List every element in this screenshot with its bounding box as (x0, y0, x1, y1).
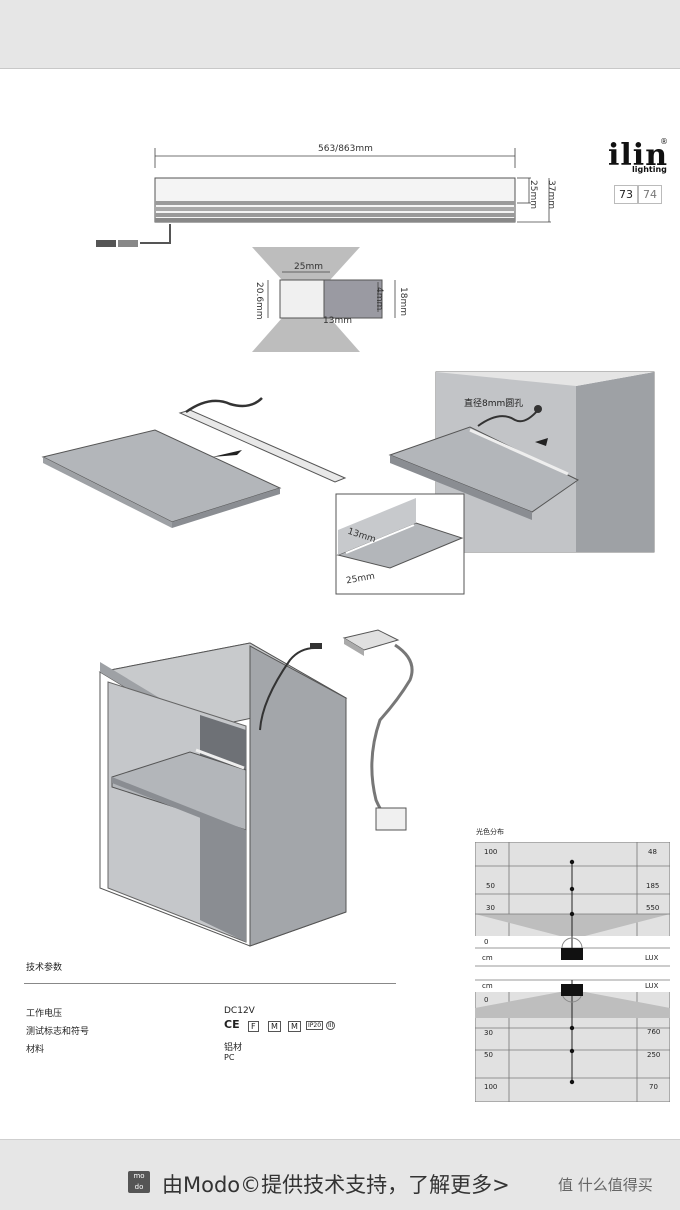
lux-upper-lux-550: 550 (646, 904, 660, 912)
lux-lower-cm-0: 0 (484, 996, 489, 1004)
top-bar (0, 0, 680, 69)
lux-upper-lux-185: 185 (646, 882, 660, 890)
cert-f-icon: F (248, 1021, 259, 1032)
page-next: 74 (638, 185, 662, 204)
lux-lower-lux-70: 70 (649, 1083, 658, 1091)
specs-title: 技术参数 (26, 963, 63, 973)
footer-bar[interactable]: mo do 由Modo©提供技术支持，了解更多> 值 什么值得买 (0, 1139, 680, 1210)
height-25-dimension: 25mm (528, 180, 538, 209)
specs-divider (24, 983, 396, 984)
spec-value-voltage: DC12V (224, 1006, 255, 1016)
installation-illustration (41, 371, 655, 595)
lux-cm-label-upper: cm (482, 954, 493, 962)
brand-logo: ilin (608, 138, 669, 173)
cert-ip20-icon: IP20 (306, 1021, 324, 1030)
lux-cm-label-lower: cm (482, 982, 493, 990)
page-current: 73 (614, 185, 638, 204)
spec-label-material: 材料 (26, 1045, 45, 1055)
lux-upper-cm-50: 50 (486, 882, 495, 890)
lux-upper-cm-100: 100 (484, 848, 498, 856)
cert-iii-icon: III (326, 1021, 336, 1030)
length-dimension: 563/863mm (318, 144, 373, 154)
led-4-dimension: 4mm (374, 287, 384, 311)
led-18-dimension: 18mm (398, 287, 408, 316)
lux-upper-cm-0: 0 (484, 938, 489, 946)
footer-link[interactable]: 由Modo©提供技术支持，了解更多> (162, 1173, 510, 1197)
lux-lux-label-upper: LUX (645, 954, 659, 962)
cabinet-illustration (98, 629, 414, 947)
bottom-13-dimension: 13mm (323, 316, 352, 326)
lux-lower-cm-100: 100 (484, 1083, 498, 1091)
lux-chart-title: 光色分布 (476, 828, 504, 836)
lux-upper-cm-30: 30 (486, 904, 495, 912)
spec-value-material: 铝材 (224, 1043, 243, 1053)
spec-value-material-2: PC (224, 1053, 235, 1062)
cert-m1-icon: M (268, 1021, 281, 1032)
lux-upper-lux-48: 48 (648, 848, 657, 856)
profile-height-dimension: 20.6mm (254, 282, 264, 320)
brand-logo-sub: lighting (632, 165, 667, 174)
lux-lower-lux-250: 250 (647, 1051, 661, 1059)
lux-lower-cm-30: 30 (484, 1029, 493, 1037)
profile-width-dimension: 25mm (294, 262, 323, 272)
height-37-dimension: 37mm (546, 180, 556, 209)
cert-ce-icon: CE (224, 1018, 240, 1031)
lux-lower-cm-50: 50 (484, 1051, 493, 1059)
registered-mark: ® (660, 137, 668, 146)
spec-label-marks: 测试标志和符号 (26, 1027, 90, 1037)
lux-lux-label-lower: LUX (645, 982, 659, 990)
lux-chart (475, 842, 670, 1102)
lux-lower-lux-760: 760 (647, 1028, 661, 1036)
profile-length-drawing (96, 148, 551, 352)
modo-logo-icon: mo do (128, 1171, 150, 1193)
cert-m2-icon: M (288, 1021, 301, 1032)
spec-label-voltage: 工作电压 (26, 1009, 63, 1019)
smzdm-watermark: 值 什么值得买 (558, 1176, 653, 1194)
page-numbers: 73 74 (614, 185, 662, 204)
hole-callout: 直径8mm圆孔 (464, 399, 524, 409)
